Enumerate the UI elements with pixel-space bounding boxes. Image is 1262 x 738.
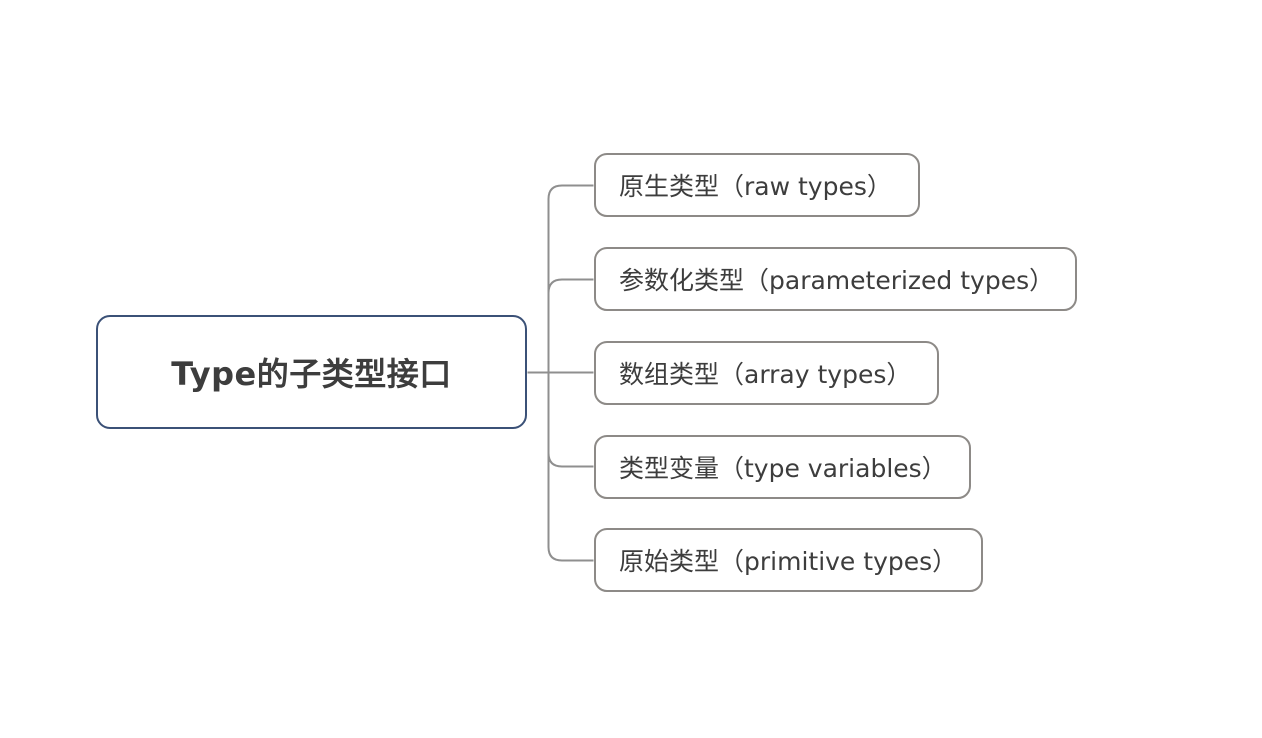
topic-parameterized-types-label: 参数化类型（parameterized types）: [619, 266, 1055, 295]
topic-primitive-types[interactable]: 原始类型（primitive types）: [594, 528, 983, 592]
root-topic-label: Type的子类型接口: [171, 355, 452, 393]
connector-trunk-to-parameterized-types: [547, 278, 594, 294]
connector-trunk-to-raw-types: [547, 184, 594, 373]
connector-trunk-to-primitive-types: [547, 372, 594, 562]
root-topic-type-subtypes[interactable]: Type的子类型接口: [96, 315, 527, 429]
topic-primitive-types-label: 原始类型（primitive types）: [619, 547, 958, 576]
topic-parameterized-types[interactable]: 参数化类型（parameterized types）: [594, 247, 1077, 311]
topic-raw-types[interactable]: 原生类型（raw types）: [594, 153, 920, 217]
topic-raw-types-label: 原生类型（raw types）: [619, 172, 892, 201]
topic-type-variables[interactable]: 类型变量（type variables）: [594, 435, 971, 499]
topic-array-types[interactable]: 数组类型（array types）: [594, 341, 939, 405]
topic-array-types-label: 数组类型（array types）: [619, 360, 912, 389]
topic-type-variables-label: 类型变量（type variables）: [619, 454, 947, 483]
connector-trunk-to-type-variables: [547, 452, 594, 468]
